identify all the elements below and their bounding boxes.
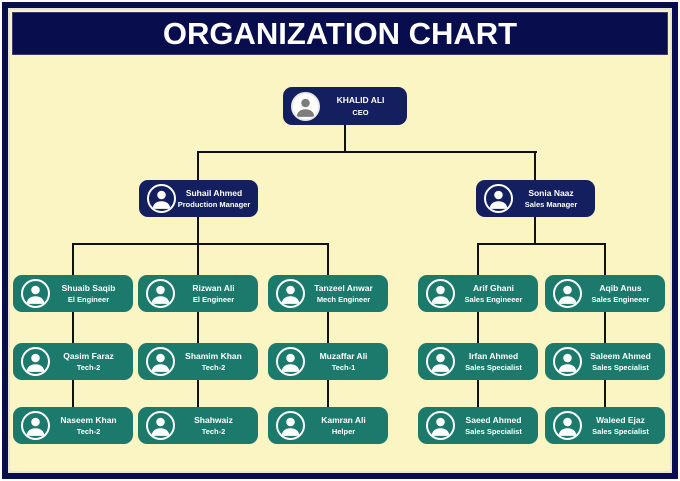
employee-name: Saleem Ahmed [590, 350, 651, 361]
employee-role: Tech-1 [331, 363, 356, 372]
page-title: ORGANIZATION CHART [162, 15, 518, 51]
employee-name: Shamim Khan [185, 350, 242, 361]
person-icon [146, 279, 175, 308]
employee-role: Tech-2 [76, 427, 101, 436]
connector-line [327, 243, 329, 412]
employee-name: Shahwaiz [194, 414, 233, 425]
employee-role: Sales Manager [524, 200, 578, 209]
employee-name: Muzaffar Ali [319, 350, 368, 361]
chart-title-banner: ORGANIZATION CHART [12, 12, 668, 55]
employee-name: Naseem Khan [60, 414, 117, 425]
employee-name: Arif Ghani [472, 282, 515, 293]
employee-name: Tanzeel Anwar [314, 282, 373, 293]
org-node-ceo[interactable]: KHALID ALI CEO [283, 87, 407, 125]
org-node-production-manager[interactable]: Suhail Ahmed Production Manager [139, 180, 258, 217]
person-icon [553, 279, 582, 308]
person-icon [276, 279, 305, 308]
person-icon [21, 347, 50, 376]
person-icon [276, 411, 305, 440]
person-icon [147, 184, 176, 213]
person-icon [426, 347, 455, 376]
employee-name: Shuaib Saqib [61, 282, 116, 293]
employee-role: Helper [331, 427, 356, 436]
org-node-employee[interactable]: Rizwan Ali El Engineer [138, 275, 258, 312]
connector-line [344, 125, 346, 153]
employee-role: Sales Specialist [592, 427, 649, 436]
employee-name: Saeed Ahmed [465, 414, 522, 425]
person-icon [21, 411, 50, 440]
person-icon [291, 91, 320, 121]
person-icon [21, 279, 50, 308]
org-node-sales-manager[interactable]: Sonia Naaz Sales Manager [476, 180, 595, 217]
employee-name: KHALID ALI [336, 95, 385, 105]
employee-name: Suhail Ahmed [185, 187, 243, 198]
person-icon [426, 279, 455, 308]
employee-role: Tech-2 [201, 427, 226, 436]
connector-line [477, 243, 479, 412]
person-icon [553, 347, 582, 376]
employee-role: Mech Engineer [316, 295, 371, 304]
employee-role: CEO [352, 107, 369, 117]
employee-role: Production Manager [177, 200, 251, 209]
connector-line [72, 243, 329, 245]
employee-name: Irfan Ahmed [468, 350, 519, 361]
connector-line [197, 151, 537, 153]
employee-role: Sales Specialist [465, 363, 522, 372]
employee-role: Sales Engineeer [591, 295, 650, 304]
person-icon [484, 184, 513, 213]
employee-role: El Engineer [67, 295, 110, 304]
org-node-employee[interactable]: Shuaib Saqib El Engineer [13, 275, 133, 312]
employee-role: Tech-2 [201, 363, 226, 372]
employee-name: Rizwan Ali [192, 282, 235, 293]
person-icon [276, 347, 305, 376]
employee-name: Kamran Ali [321, 414, 366, 425]
employee-role: El Engineer [192, 295, 235, 304]
employee-name: Qasim Faraz [63, 350, 114, 361]
employee-role: Sales Specialist [465, 427, 522, 436]
person-icon [146, 347, 175, 376]
connector-line [477, 243, 606, 245]
connector-line [604, 243, 606, 412]
person-icon [553, 411, 582, 440]
connector-line [72, 243, 74, 412]
person-icon [426, 411, 455, 440]
employee-role: Sales Engineeer [464, 295, 523, 304]
employee-name: Aqib Anus [599, 282, 642, 293]
employee-name: Waleed Ejaz [596, 414, 645, 425]
employee-role: Sales Specialist [592, 363, 649, 372]
employee-name: Sonia Naaz [528, 187, 574, 198]
employee-role: Tech-2 [76, 363, 101, 372]
person-icon [146, 411, 175, 440]
